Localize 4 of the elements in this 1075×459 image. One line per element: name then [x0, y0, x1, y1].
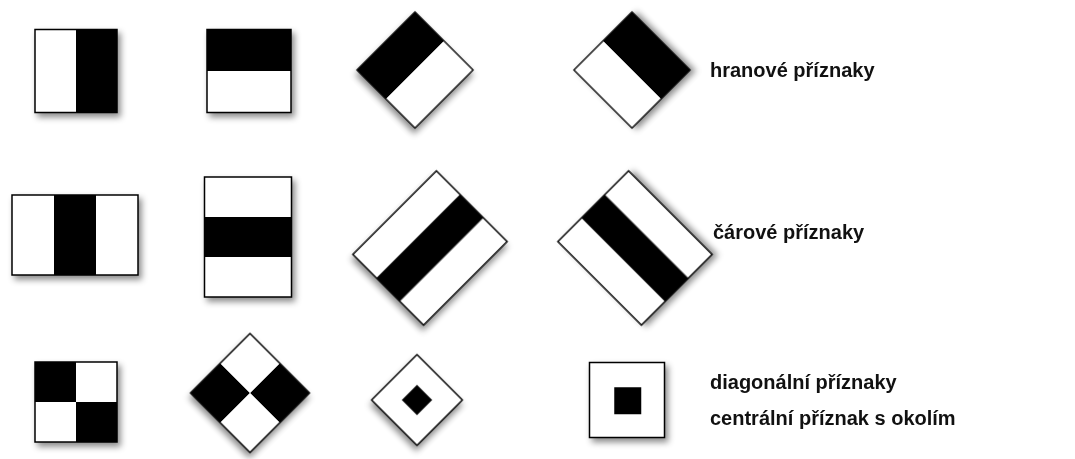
feature-label: diagonální příznaky	[710, 370, 897, 394]
feature-label: čárové příznaky	[713, 220, 865, 244]
feature-label: hranové příznaky	[710, 58, 875, 82]
feature-label: centrální příznak s okolím	[710, 406, 956, 430]
